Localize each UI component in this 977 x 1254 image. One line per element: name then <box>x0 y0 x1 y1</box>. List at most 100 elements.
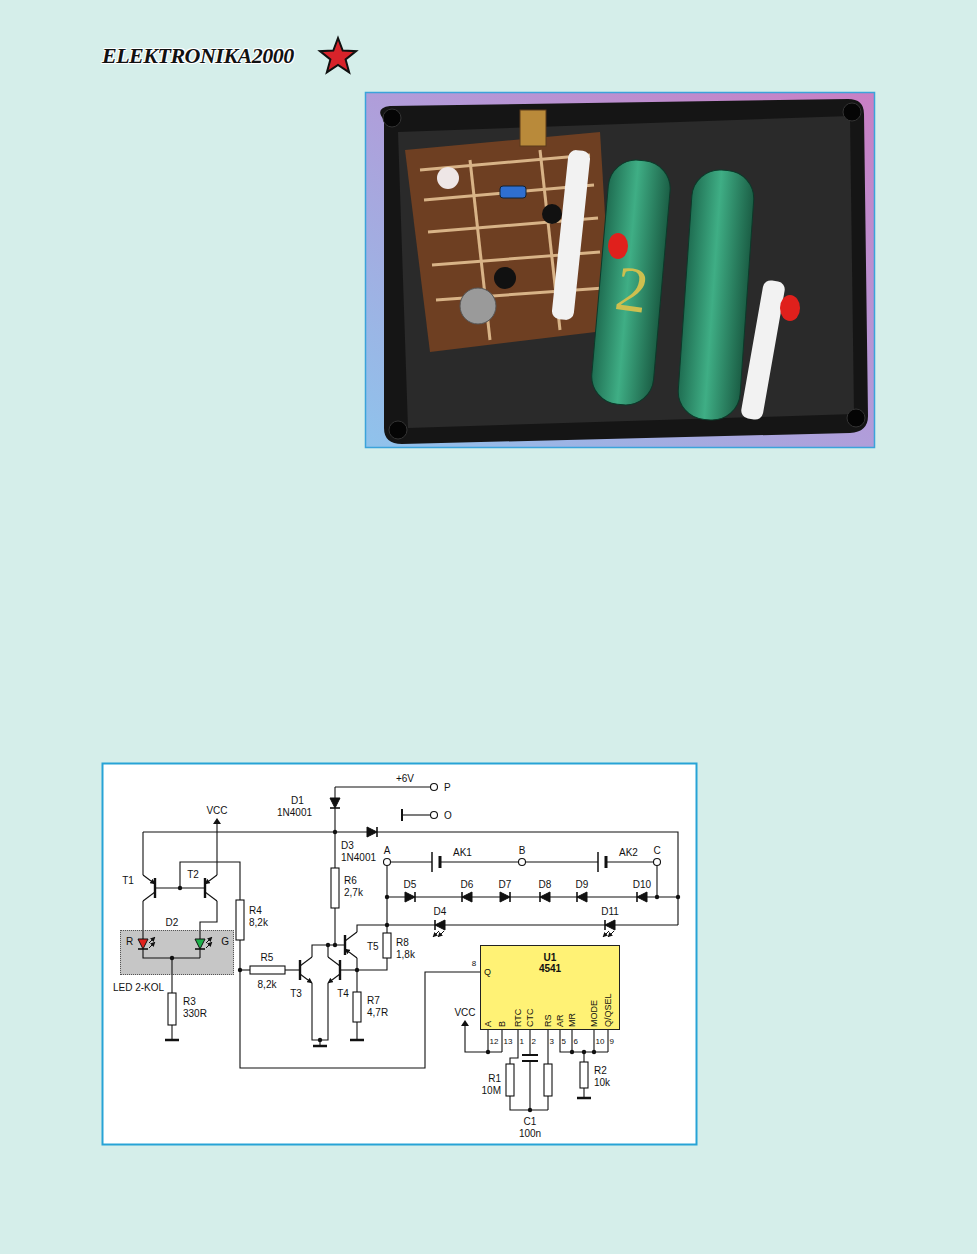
transistor-symbol <box>345 932 357 941</box>
part-label: D9 <box>575 879 590 890</box>
part-label: D4 <box>433 906 448 917</box>
transistor-part <box>542 204 562 224</box>
battery-symbol <box>439 856 442 868</box>
wire <box>440 861 519 862</box>
diode-symbol <box>637 892 647 902</box>
battery <box>589 158 672 407</box>
resistor-symbol <box>250 966 285 974</box>
part-label: D11 <box>600 906 620 917</box>
transistor-symbol <box>344 935 346 955</box>
wire <box>547 1030 548 1064</box>
resistor-symbol <box>168 993 176 1025</box>
diode-symbol <box>461 892 463 902</box>
junction-dot <box>570 1050 574 1054</box>
part-label: D5 <box>403 879 418 890</box>
pin-name: MODE <box>589 1000 599 1027</box>
capacitor-symbol <box>522 1054 538 1056</box>
wire-tube <box>551 149 591 320</box>
part-label: R5 <box>260 952 275 963</box>
pin-name: RTC <box>513 1009 523 1027</box>
capacitor-part <box>500 186 526 198</box>
led-symbol <box>138 939 148 949</box>
diode-symbol <box>540 892 550 902</box>
wire <box>571 1030 572 1052</box>
part-value: 1,8k <box>395 949 416 960</box>
node-text: U1 4541 <box>533 952 567 974</box>
part-label: R8 <box>395 937 410 948</box>
junction-dot <box>385 923 389 927</box>
red-led <box>780 295 800 321</box>
photo <box>366 93 874 447</box>
led-symbol <box>195 948 205 950</box>
junction-dot <box>170 956 174 960</box>
terminal-label: B <box>518 845 527 856</box>
wire <box>510 1096 548 1110</box>
pin-number: 8 <box>471 959 477 968</box>
wire <box>387 896 678 897</box>
led-light-arrow <box>149 942 155 948</box>
led-light-arrow <box>206 942 212 948</box>
part-value: 100n <box>518 1128 542 1139</box>
resistor-symbol <box>544 1064 552 1096</box>
diode-symbol <box>330 807 340 809</box>
pin-name: AR <box>555 1014 565 1027</box>
terminal-bar <box>401 809 403 821</box>
wire <box>334 908 335 945</box>
part-label: R6 <box>343 875 358 886</box>
pin-name: MR <box>567 1013 577 1027</box>
pin-name: A <box>483 1021 493 1027</box>
part-value: 10k <box>593 1077 611 1088</box>
part-label: T1 <box>121 875 135 886</box>
resistor-symbol <box>580 1062 588 1088</box>
part-label: R4 <box>248 905 263 916</box>
part-label: D6 <box>460 879 475 890</box>
wire <box>593 1030 594 1052</box>
transistor-part <box>494 267 516 289</box>
part-value: 10M <box>481 1085 502 1096</box>
part-value: 1N4001 <box>276 807 313 818</box>
terminal-label: P <box>443 782 452 793</box>
pin-number: 5 <box>562 1037 566 1046</box>
led-light-arrow <box>149 937 155 943</box>
case-screw <box>843 103 861 121</box>
terminal-label: O <box>443 810 453 821</box>
resistor-symbol <box>383 933 391 958</box>
part-value: 330R <box>182 1008 208 1019</box>
wire <box>529 1030 530 1055</box>
schematic-frame <box>103 764 697 1145</box>
part-label: D3 <box>340 840 355 851</box>
part-label: AK2 <box>618 847 639 858</box>
wire <box>391 861 433 862</box>
resistor-symbol <box>236 900 244 940</box>
wire <box>560 1030 608 1052</box>
junction-dot <box>528 1108 532 1112</box>
wire <box>171 958 172 993</box>
part-value: 8,2k <box>257 979 278 990</box>
wire <box>171 1025 172 1040</box>
logo-star <box>320 38 356 72</box>
transistor-symbol <box>205 892 217 901</box>
diode-symbol <box>462 892 472 902</box>
junction-dot <box>582 1050 586 1054</box>
junction-dot <box>333 830 337 834</box>
junction-dot <box>178 886 182 890</box>
wire <box>387 924 678 925</box>
part-label: T4 <box>336 988 350 999</box>
pin-name: CTC <box>525 1009 535 1028</box>
led-symbol <box>138 948 148 950</box>
ground-symbol <box>350 1039 364 1042</box>
wire <box>356 958 357 992</box>
wire <box>501 1030 502 1052</box>
wire <box>240 940 480 1068</box>
transistor-symbol <box>143 875 155 884</box>
resistor-symbol <box>353 992 361 1022</box>
part-value: 8,2k <box>248 917 269 928</box>
part-label: D8 <box>538 879 553 890</box>
photo-frame <box>366 93 875 448</box>
part-label: D10 <box>632 879 652 890</box>
transistor-symbol <box>300 974 312 983</box>
wire <box>377 832 678 925</box>
wire <box>356 1022 357 1040</box>
led-symbol <box>195 939 205 949</box>
